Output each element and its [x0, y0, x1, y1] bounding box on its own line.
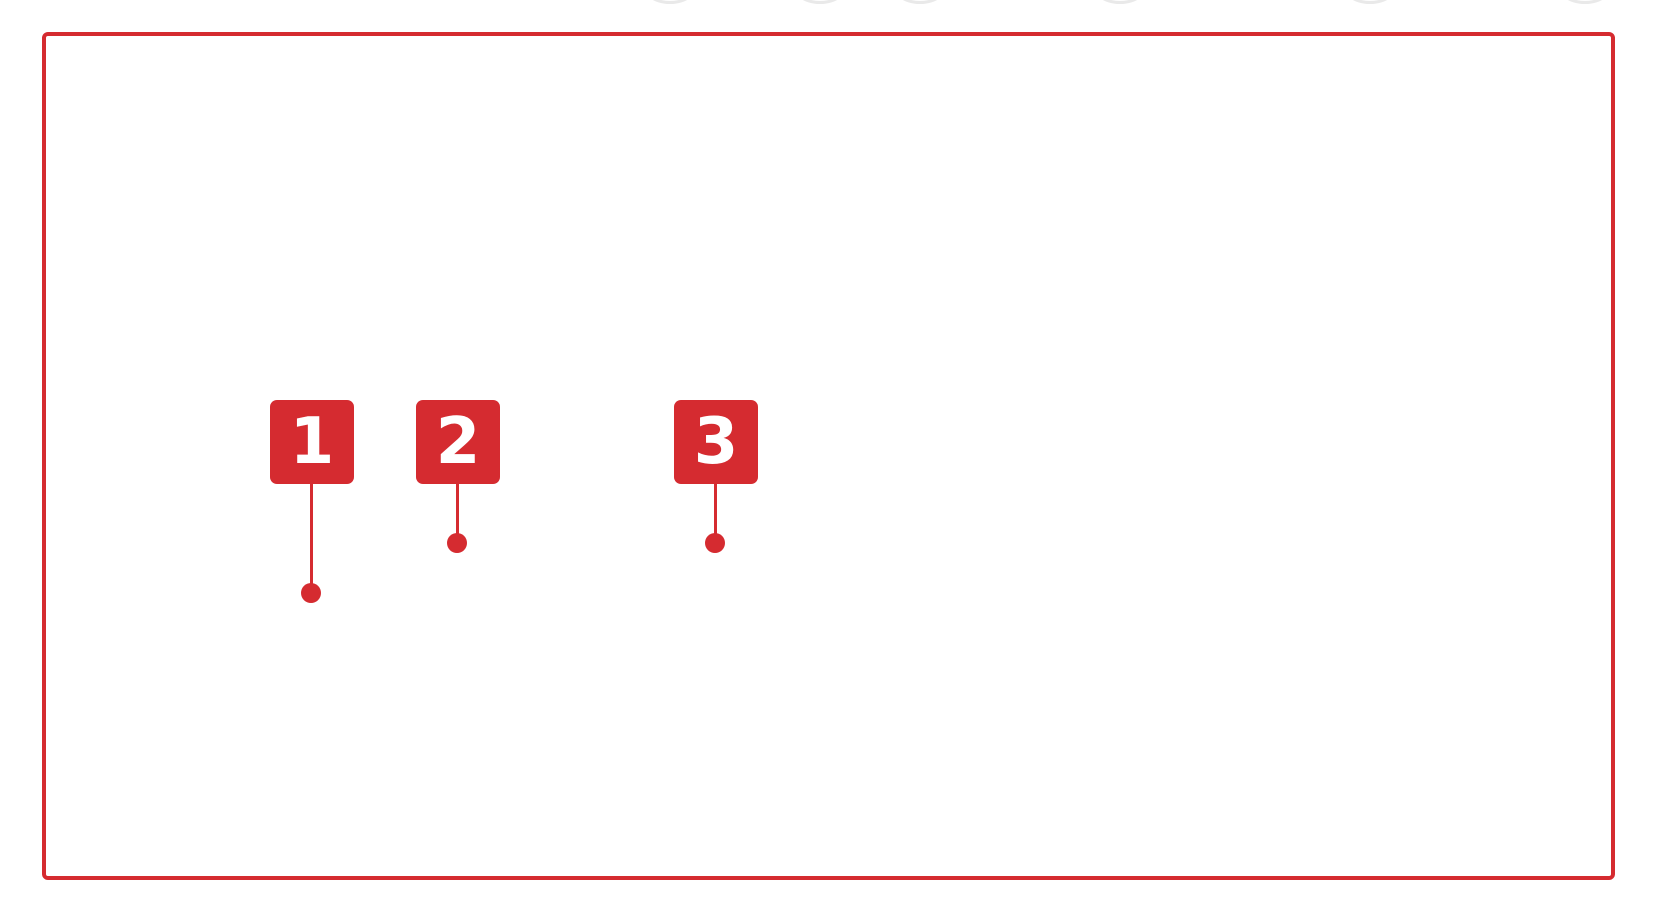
- callout-frame: [42, 32, 1615, 880]
- top-edge-arc: [640, 0, 700, 4]
- callout-badge-1: 1: [270, 400, 354, 484]
- callout-badge-3: 3: [674, 400, 758, 484]
- callout-leader-1: [310, 484, 313, 594]
- callout-leader-3: [714, 484, 717, 542]
- top-edge-arc: [890, 0, 950, 4]
- callout-leader-2: [456, 484, 459, 542]
- callout-dot-2: [447, 533, 467, 553]
- callout-dot-3: [705, 533, 725, 553]
- top-edge-arc: [790, 0, 850, 4]
- top-edge-arc: [1555, 0, 1615, 4]
- top-edge-arc: [1090, 0, 1150, 4]
- top-edge-arc: [1340, 0, 1400, 4]
- callout-badge-2: 2: [416, 400, 500, 484]
- callout-dot-1: [301, 583, 321, 603]
